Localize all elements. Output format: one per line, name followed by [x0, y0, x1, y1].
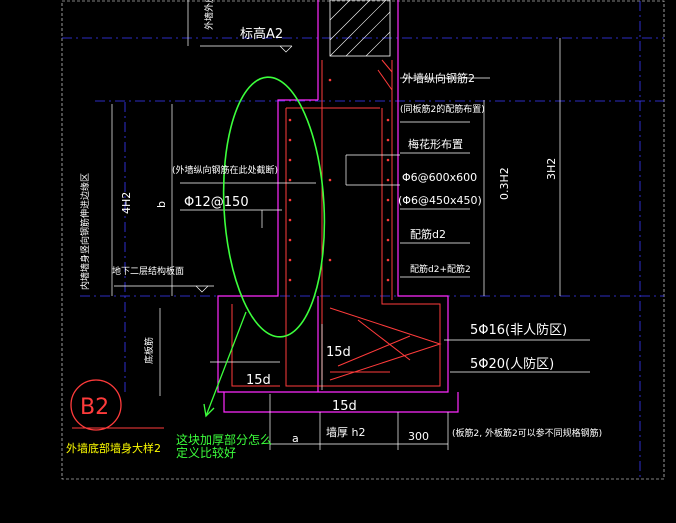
stirrup-label-2: (Φ6@450x450) [398, 194, 482, 207]
dim-a-label: a [292, 432, 299, 445]
anchor-note-label: (外墙纵向钢筋在此处截断) [172, 164, 278, 176]
drawing-frame [61, 0, 665, 480]
basement-floor-label: 地下二层结构板面 [112, 265, 184, 277]
rebar-d2-label: 配筋d2 [410, 227, 446, 241]
question-arrow-icon [203, 311, 247, 418]
dimension-lines [111, 0, 590, 450]
rebar-d2b-label: 配筋d2+配筋2 [410, 263, 471, 275]
detail-marker-label: B2 [80, 395, 109, 420]
rebar-dots [288, 78, 390, 282]
phi12-label: Φ12@150 [184, 195, 249, 210]
axis-lines [62, 1, 664, 479]
dim-3h2-label: 3H2 [545, 158, 558, 180]
hatched-wall [329, 0, 391, 57]
dim-300-label: 300 [408, 430, 429, 443]
detail-marker-circle [70, 379, 122, 431]
thickened-left-outline [217, 99, 318, 393]
elevation-label: 标高A2 [240, 26, 283, 42]
stirrup-label-1: Φ6@600x600 [402, 171, 477, 184]
dim-15d-bottom: 15d [332, 399, 357, 414]
bottom-note-label: (板筋2, 外板筋2可以参不同规格钢筋) [452, 427, 602, 439]
wall-outline [217, 0, 459, 413]
plum-blossom-label: 梅花形布置 [408, 137, 463, 151]
detail-title-label: 外墙底部墙身大样2 [66, 441, 161, 455]
dim-15d-left: 15d [246, 373, 271, 388]
dim-b-label: b [155, 201, 168, 208]
dim-4h2-label: 4H2 [120, 192, 133, 214]
dim-03h2-label: 0.3H2 [498, 167, 511, 200]
question-highlight-ellipse [222, 76, 326, 338]
question-text-line1: 这块加厚部分怎么 [176, 432, 272, 447]
same-distribution-label: (同板筋2的配筋布置) [400, 103, 485, 115]
dim-15d-mid: 15d [326, 345, 351, 360]
bottom-plate-label: 底板筋 [143, 337, 155, 364]
vertical-note-label: 内墙墙身竖向钢筋伸进边缘区 [79, 173, 91, 290]
rebar-5phi20-label: 5Φ20(人防区) [470, 356, 554, 372]
wall-thickness-label: 墙厚 h2 [326, 425, 365, 439]
base-outline [223, 100, 459, 413]
rebar-5phi16-label: 5Φ16(非人防区) [470, 322, 567, 338]
question-text-line2: 定义比较好 [176, 445, 236, 460]
outer-wall-rebar-label: 外墙纵向钢筋2 [402, 71, 475, 85]
outer-wall-skin-label: 外墙外皮 [203, 0, 215, 30]
